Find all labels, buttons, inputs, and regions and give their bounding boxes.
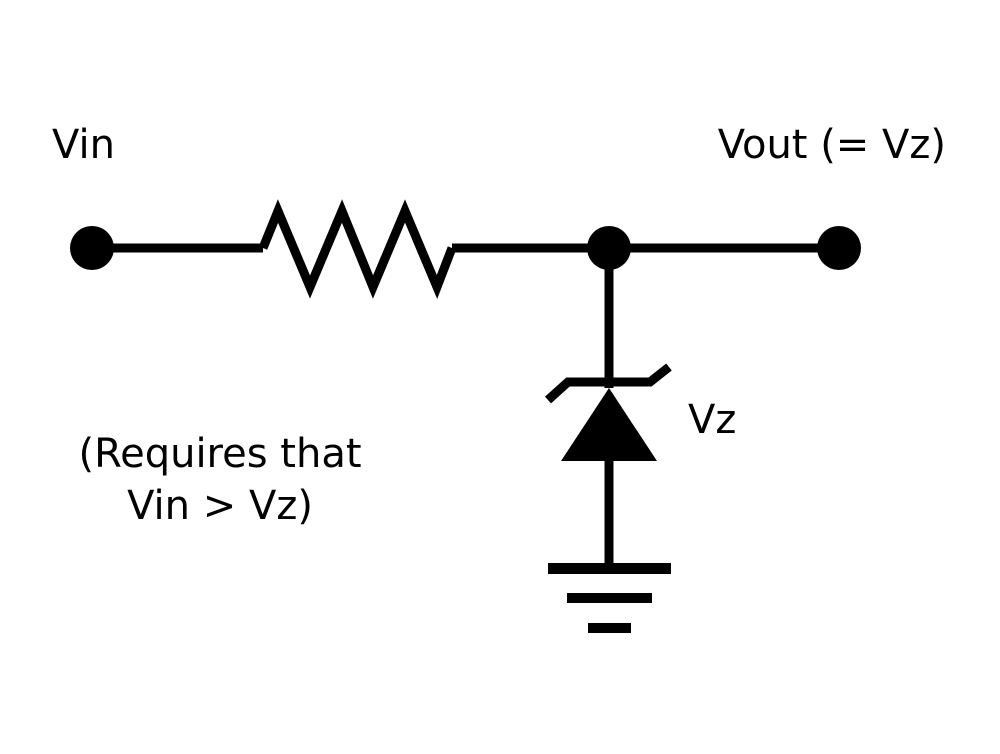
vz-label: Vz	[688, 397, 736, 443]
ground-line-middle	[567, 593, 652, 603]
zener-cathode-bar	[544, 363, 672, 404]
vin-label: Vin	[52, 122, 115, 168]
ground-line-top	[548, 563, 671, 574]
junction-node	[587, 226, 631, 270]
requirement-note-line-2: Vin > Vz)	[127, 483, 313, 529]
vin-terminal	[70, 226, 114, 270]
vout-label: Vout (= Vz)	[718, 122, 946, 168]
requirement-note-line-1: (Requires that	[78, 431, 361, 477]
resistor	[258, 199, 457, 300]
vout-terminal	[817, 226, 861, 270]
zener-diode-triangle	[561, 388, 657, 461]
ground-line-bottom	[588, 623, 631, 633]
